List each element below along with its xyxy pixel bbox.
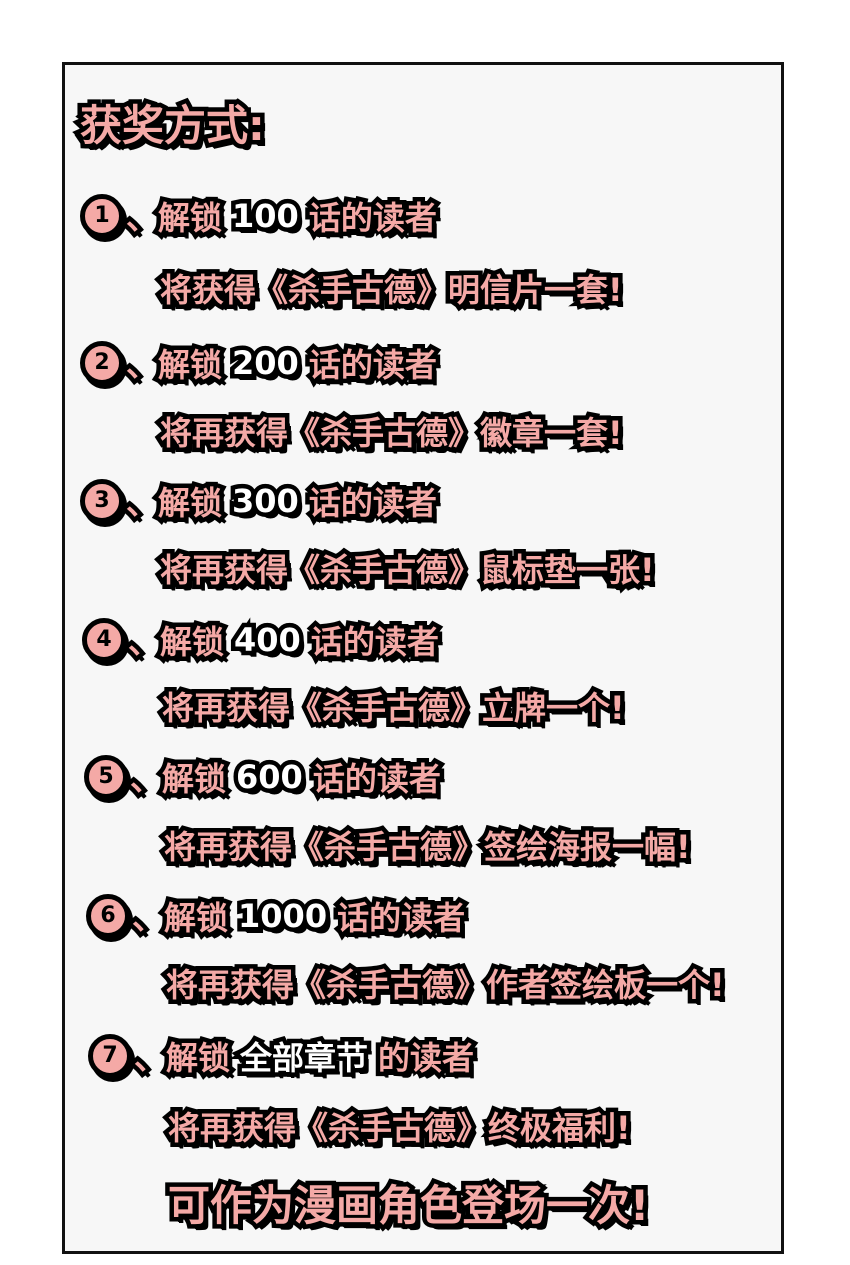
unlock-label: 、解锁 xyxy=(123,619,228,666)
prize-text: 将再获得《杀手古德》终极福利! xyxy=(164,1105,636,1152)
reward-5-prize: 将再获得《杀手古德》签绘海报一幅! xyxy=(160,822,696,871)
unlock-label: 、解锁 xyxy=(121,480,226,527)
title-row: 获奖方式: xyxy=(76,92,270,155)
milestone-value: 1000 xyxy=(234,893,332,940)
reward-panel xyxy=(62,62,784,1254)
prize-text: 将再获得《杀手古德》鼠标垫一张! xyxy=(156,547,660,594)
reward-6-prize: 将再获得《杀手古德》作者签绘板一个! xyxy=(162,960,730,1009)
milestone-value: 400 xyxy=(230,617,306,664)
unlock-label: 、解锁 xyxy=(121,195,226,242)
prize-text: 将再获得《杀手古德》徽章一套! xyxy=(156,410,628,457)
reader-label: 话的读者 xyxy=(306,619,443,666)
prize-text: 将再获得《杀手古德》立牌一个! xyxy=(158,685,630,732)
number-badge: 4 xyxy=(82,618,126,662)
reader-label: 话的读者 xyxy=(333,895,470,942)
prize-text: 将获得《杀手古德》明信片一套! xyxy=(156,267,628,314)
reward-7-prize: 将再获得《杀手古德》终极福利! xyxy=(164,1103,636,1152)
final-line: 可作为漫画角色登场一次! xyxy=(163,1177,653,1235)
reader-label: 话的读者 xyxy=(304,480,441,527)
reward-4-prize: 将再获得《杀手古德》立牌一个! xyxy=(158,683,630,732)
milestone-value: 100 xyxy=(228,193,304,240)
reader-label: 话的读者 xyxy=(308,756,445,803)
number-badge: 5 xyxy=(84,755,128,799)
reader-label: 话的读者 xyxy=(304,195,441,242)
prize-text: 将再获得《杀手古德》作者签绘板一个! xyxy=(162,962,730,1009)
final-line-row: 可作为漫画角色登场一次! xyxy=(163,1172,653,1235)
milestone-value: 200 xyxy=(228,340,304,387)
reward-3-prize: 将再获得《杀手古德》鼠标垫一张! xyxy=(156,545,660,594)
reward-1-prize: 将获得《杀手古德》明信片一套! xyxy=(156,265,628,314)
number-badge: 7 xyxy=(88,1034,132,1078)
reward-7-header: 7、解锁全部章节的读者 xyxy=(88,1033,479,1082)
number-badge: 2 xyxy=(80,341,124,385)
number-badge: 6 xyxy=(86,894,130,938)
milestone-value: 全部章节 xyxy=(236,1035,373,1082)
milestone-value: 600 xyxy=(232,754,308,801)
reader-label: 的读者 xyxy=(374,1035,479,1082)
reader-label: 话的读者 xyxy=(304,342,441,389)
number-badge: 3 xyxy=(80,479,124,523)
reward-2-prize: 将再获得《杀手古德》徽章一套! xyxy=(156,408,628,457)
unlock-label: 、解锁 xyxy=(121,342,226,389)
unlock-label: 、解锁 xyxy=(129,1035,234,1082)
page-title: 获奖方式: xyxy=(76,97,270,155)
milestone-value: 300 xyxy=(228,478,304,525)
prize-text: 将再获得《杀手古德》签绘海报一幅! xyxy=(160,824,696,871)
number-badge: 1 xyxy=(80,194,124,238)
unlock-label: 、解锁 xyxy=(125,756,230,803)
unlock-label: 、解锁 xyxy=(127,895,232,942)
